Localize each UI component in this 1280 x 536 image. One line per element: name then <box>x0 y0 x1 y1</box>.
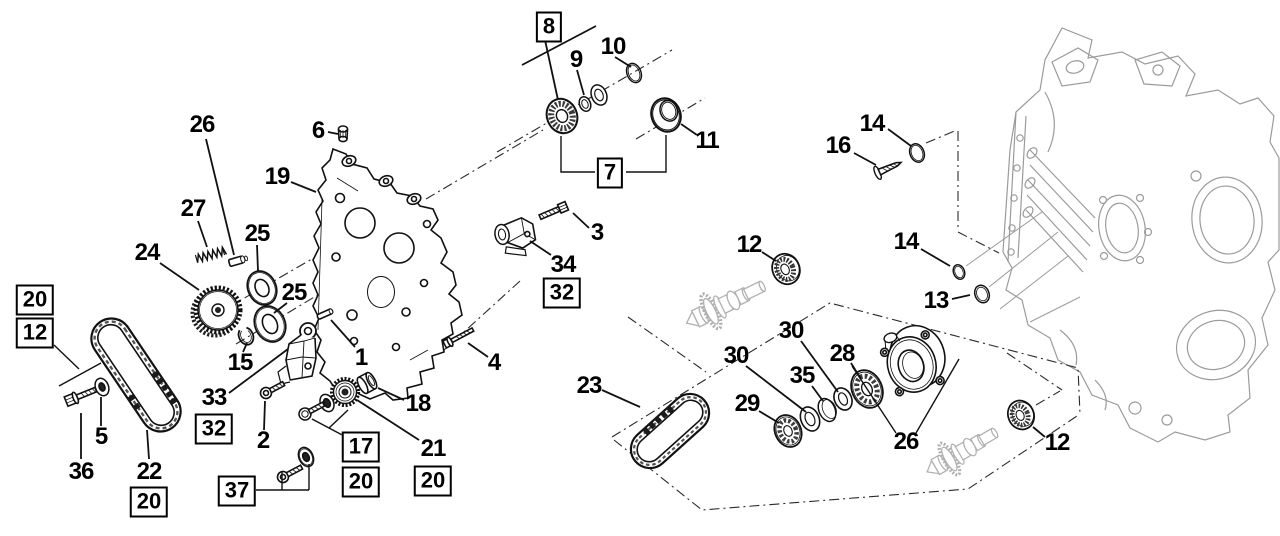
callout-9: 9 <box>569 46 583 73</box>
needle-bearing-12-rear <box>1006 399 1036 431</box>
sprocket-21 <box>329 376 361 408</box>
callout-34: 34 <box>550 251 577 278</box>
callout-32-boxed: 32 <box>194 413 234 445</box>
chain-tensioner-33 <box>277 322 317 385</box>
callout-26: 26 <box>189 111 216 138</box>
callout-12-boxed: 12 <box>15 317 55 349</box>
callout-17-boxed: 17 <box>341 431 381 463</box>
callout-12: 12 <box>736 231 763 258</box>
timing-chain-22 <box>90 317 182 433</box>
callout-3: 3 <box>590 219 604 246</box>
callout-20-boxed: 20 <box>15 284 55 316</box>
callout-36: 36 <box>68 458 95 485</box>
callout-12: 12 <box>1044 429 1071 456</box>
callout-16: 16 <box>825 132 852 159</box>
bolt-3 <box>538 200 570 221</box>
callout-20-boxed: 20 <box>129 486 169 518</box>
spring-27 <box>194 244 228 264</box>
callout-7-boxed: 7 <box>596 157 624 189</box>
callout-32-boxed: 32 <box>542 277 582 309</box>
leader-lines <box>53 25 1046 491</box>
dowel-pin-1 <box>316 308 334 320</box>
callout-11: 11 <box>695 127 719 154</box>
washer-25-lower <box>253 305 287 343</box>
callout-24: 24 <box>134 239 161 266</box>
plug-6 <box>337 125 349 143</box>
callout-25: 25 <box>244 220 271 247</box>
callout-29: 29 <box>734 390 761 417</box>
callout-25: 25 <box>281 279 308 306</box>
callout-18: 18 <box>405 390 432 417</box>
callout-4: 4 <box>487 349 501 376</box>
pump-gear-24 <box>190 285 243 338</box>
callout-21: 21 <box>420 435 447 462</box>
tensioner-bracket-34 <box>494 216 537 257</box>
callout-30: 30 <box>723 342 750 369</box>
washer-5 <box>94 377 110 397</box>
cam-chain-23 <box>629 392 711 470</box>
bearing-29 <box>773 414 803 448</box>
bolt-4 <box>441 326 475 350</box>
callout-8-boxed: 8 <box>535 11 563 43</box>
crankcase-ghost <box>965 27 1280 443</box>
callout-2: 2 <box>256 427 270 454</box>
callout-1: 1 <box>354 344 368 371</box>
needle-bearing-8 <box>545 97 579 135</box>
camshaft-ghost-rear <box>926 427 999 477</box>
callout-30: 30 <box>778 317 805 344</box>
callout-14: 14 <box>893 228 920 255</box>
callout-37-boxed: 37 <box>217 475 257 507</box>
callout-19: 19 <box>264 163 291 190</box>
washer-25-upper <box>246 270 278 306</box>
callout-27: 27 <box>180 195 207 222</box>
o-ring-10 <box>625 62 643 84</box>
callout-23: 23 <box>576 372 603 399</box>
screw-16 <box>873 161 903 181</box>
callout-14: 14 <box>859 110 886 137</box>
callout-20-boxed: 20 <box>413 465 453 497</box>
bolt-37 <box>276 464 304 484</box>
o-ring-13 <box>973 284 991 304</box>
callout-20-boxed: 20 <box>341 466 381 498</box>
callout-15: 15 <box>227 349 254 376</box>
washer-30-front <box>799 406 821 432</box>
bolt-36 <box>63 386 98 408</box>
callout-35: 35 <box>789 362 816 389</box>
callout-10: 10 <box>600 33 627 60</box>
bolt-2 <box>259 380 286 400</box>
housing-26 <box>879 324 946 397</box>
callout-33: 33 <box>201 384 228 411</box>
ring-9 <box>578 95 592 113</box>
callout-5: 5 <box>94 423 108 450</box>
camshaft-ghost-front <box>685 280 766 331</box>
spacer-35 <box>817 397 837 423</box>
bushing-18 <box>356 371 378 395</box>
o-ring-14-lower <box>952 264 966 280</box>
callout-26: 26 <box>893 428 920 455</box>
needle-bearing-12-front <box>771 252 801 286</box>
bearing-11 <box>650 97 682 133</box>
pin-26 <box>227 255 249 268</box>
callout-28: 28 <box>829 340 856 367</box>
callout-13: 13 <box>923 287 950 314</box>
snap-ring-15 <box>237 326 255 346</box>
o-ring-14-upper <box>908 143 926 163</box>
washer-9 <box>590 84 608 106</box>
callout-6: 6 <box>311 117 325 144</box>
bolt-17 <box>298 401 326 421</box>
callout-22: 22 <box>136 458 163 485</box>
washer-30-rear <box>833 387 853 411</box>
